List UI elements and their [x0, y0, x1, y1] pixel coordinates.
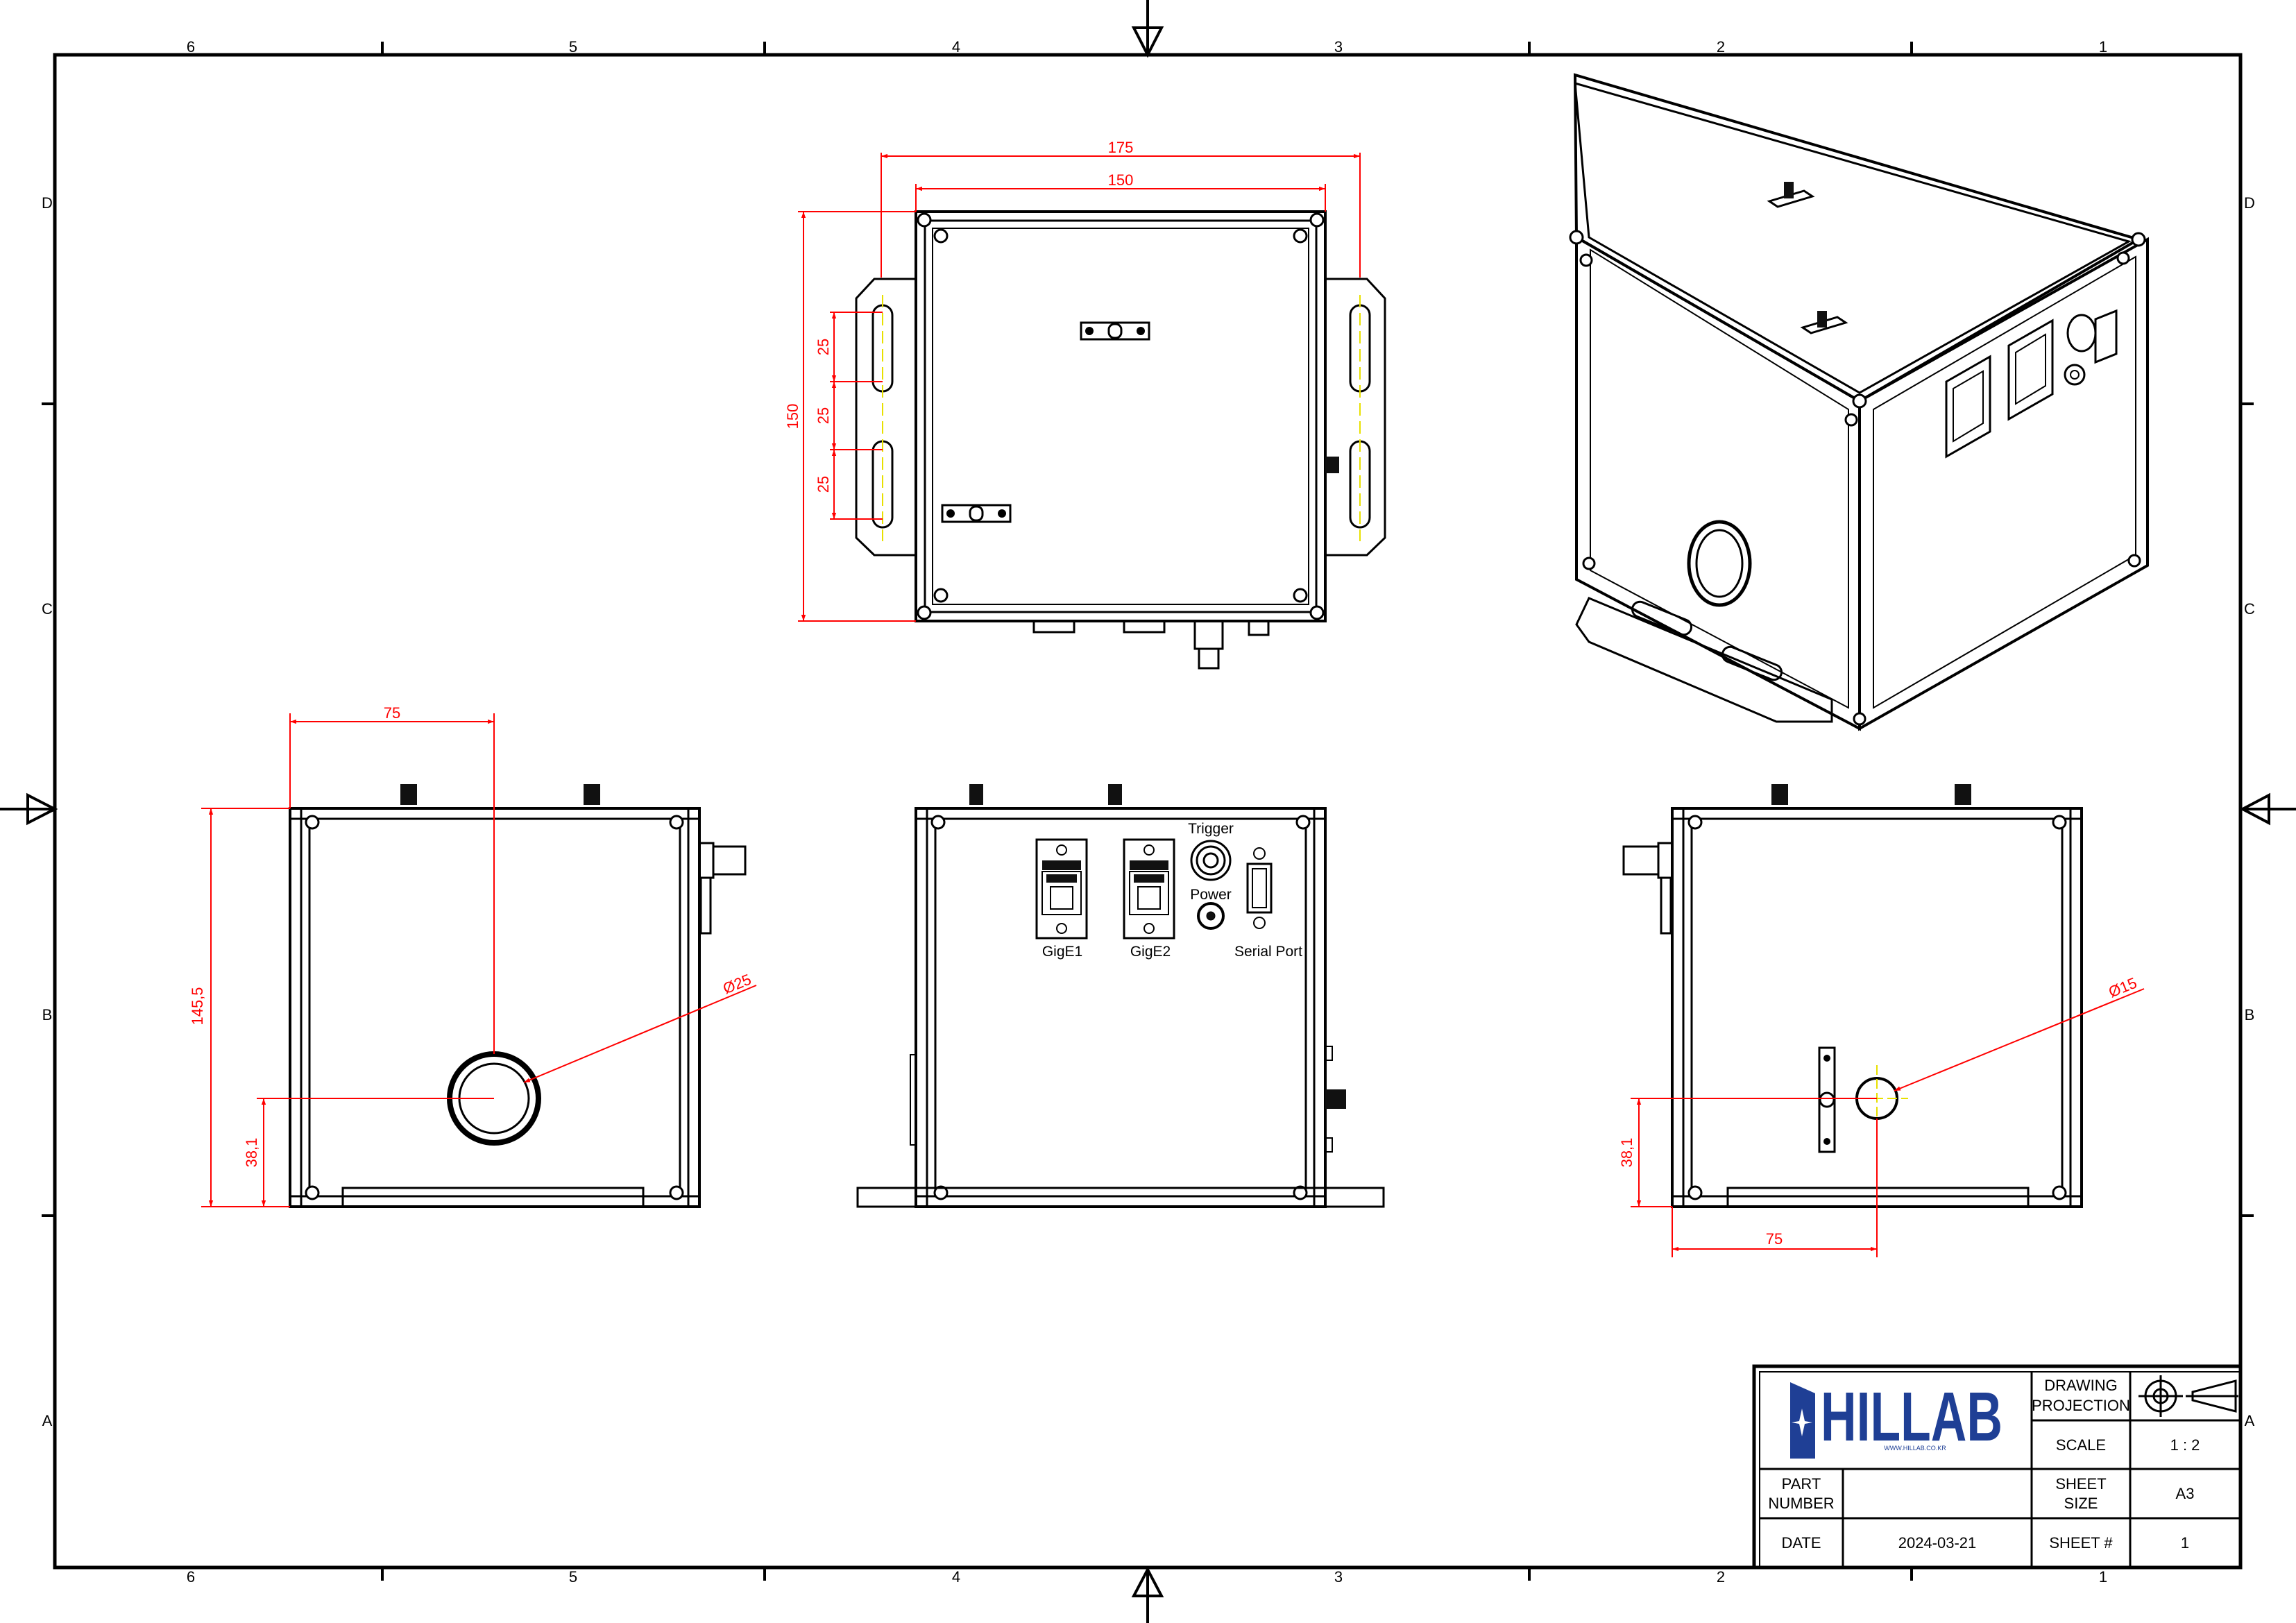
- label-gige2: GigE2: [1130, 944, 1171, 960]
- part-number-label-line1: PART: [1782, 1475, 1821, 1493]
- zone-row-d-right: D: [2244, 194, 2255, 212]
- scale-value: 1 : 2: [2170, 1436, 2200, 1454]
- zone-col-6-top: 6: [187, 38, 195, 56]
- left-view: 75 145,5 38,1 Ø25: [189, 704, 757, 1208]
- zone-col-3-top: 3: [1334, 38, 1343, 56]
- drawing-projection-label-line1: DRAWING: [2044, 1377, 2118, 1394]
- zone-row-b-right: B: [2245, 1006, 2255, 1023]
- zone-row-a-left: A: [42, 1412, 53, 1429]
- gige1-connector: [1035, 838, 1088, 940]
- zone-col-1-top: 1: [2099, 38, 2107, 56]
- zone-col-2-bottom: 2: [1717, 1568, 1725, 1586]
- dim-left-height: 145,5: [189, 987, 206, 1025]
- centering-mark-bottom: [1131, 1566, 1164, 1623]
- label-trigger: Trigger: [1188, 821, 1234, 837]
- zone-col-1-bottom: 1: [2099, 1568, 2107, 1586]
- date-value: 2024-03-21: [1898, 1534, 1977, 1552]
- label-gige1: GigE1: [1042, 944, 1082, 960]
- logo-text: HILLAB: [1821, 1378, 2002, 1456]
- zone-col-3-bottom: 3: [1334, 1568, 1343, 1586]
- zone-col-2-top: 2: [1717, 38, 1725, 56]
- dim-inner-width: 150: [1108, 171, 1134, 189]
- front-view: GigE1 GigE2 Trigger Power Serial Port: [856, 784, 1385, 1208]
- logo-url: WWW.HILLAB.CO.KR: [1884, 1445, 1946, 1452]
- part-number-label-line2: NUMBER: [1768, 1495, 1834, 1512]
- dim-top-height: 150: [784, 404, 801, 430]
- sheet-size-value: A3: [2176, 1485, 2195, 1502]
- sheet-size-label-line2: SIZE: [2064, 1495, 2098, 1512]
- dim-slot-spacing-3: 25: [815, 476, 832, 493]
- right-view: 38,1 75 Ø15: [1618, 784, 2145, 1257]
- centering-mark-top: [1131, 0, 1164, 58]
- sheet-size-label-line1: SHEET: [2055, 1475, 2106, 1493]
- date-label: DATE: [1781, 1534, 1821, 1552]
- scale-label: SCALE: [2056, 1436, 2106, 1454]
- zone-col-5-top: 5: [569, 38, 577, 56]
- top-view: 175 150 150 25 25 25: [784, 139, 1386, 670]
- zone-col-4-bottom: 4: [952, 1568, 960, 1586]
- zone-col-5-bottom: 5: [569, 1568, 577, 1586]
- dim-left-port-offset: 75: [384, 704, 400, 722]
- third-angle-projection-icon: [2138, 1375, 2238, 1417]
- trigger-connector: [1190, 840, 1232, 881]
- gige2-connector: [1123, 838, 1175, 940]
- zone-row-a-right: A: [2245, 1412, 2255, 1429]
- zone-row-b-left: B: [42, 1006, 53, 1023]
- dim-right-port-offset: 75: [1766, 1230, 1783, 1248]
- label-serial-port: Serial Port: [1234, 944, 1302, 960]
- zone-row-d-left: D: [42, 194, 53, 212]
- label-power: Power: [1190, 887, 1232, 903]
- dim-right-port-height: 38,1: [1618, 1138, 1635, 1168]
- sheet-number-label: SHEET #: [2049, 1534, 2113, 1552]
- sheet-number-value: 1: [2181, 1534, 2189, 1552]
- isometric-view: [1569, 73, 2149, 731]
- zone-row-c-right: C: [2244, 600, 2255, 618]
- dim-overall-width: 175: [1108, 139, 1134, 156]
- dim-slot-spacing-2: 25: [815, 407, 832, 424]
- power-connector: [1197, 902, 1225, 930]
- zone-labels: 6 5 4 3 2 1 6 5 4 3 2 1 D C B A D C B A: [42, 38, 2255, 1586]
- hillab-logo: HILLAB WWW.HILLAB.CO.KR: [1790, 1378, 2002, 1459]
- dim-left-port-height: 38,1: [243, 1138, 260, 1168]
- zone-col-4-top: 4: [952, 38, 960, 56]
- serial-port-connector: [1246, 847, 1273, 929]
- drawing-projection-label-line2: PROJECTION: [2032, 1397, 2130, 1414]
- zone-col-6-bottom: 6: [187, 1568, 195, 1586]
- zone-row-c-left: C: [42, 600, 53, 618]
- dim-slot-spacing-1: 25: [815, 339, 832, 355]
- centering-mark-right: [2239, 792, 2296, 826]
- centering-mark-left: [0, 792, 58, 826]
- title-block: HILLAB WWW.HILLAB.CO.KR DRAWING PROJECTI…: [1752, 1364, 2243, 1570]
